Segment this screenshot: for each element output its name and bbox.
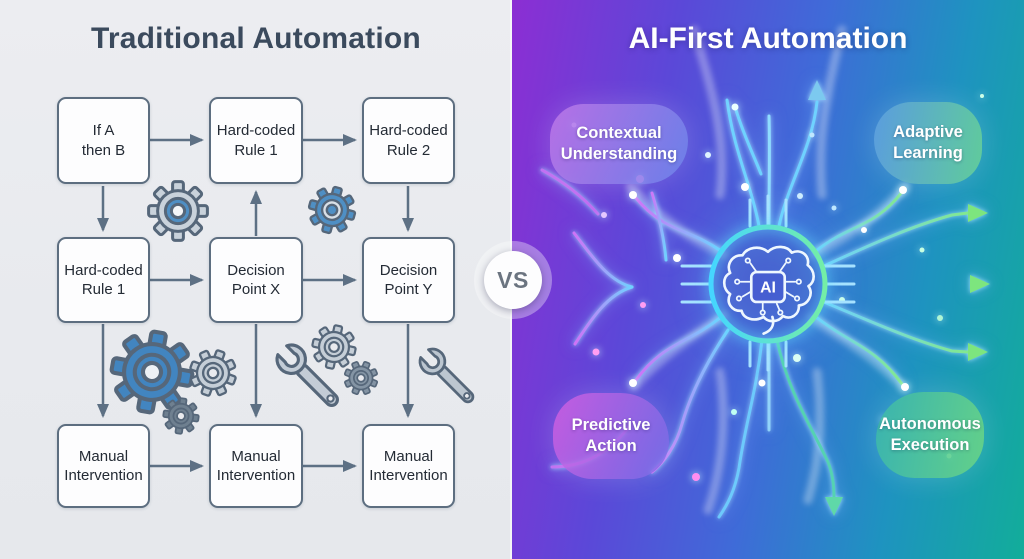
flowchart-arrows bbox=[97, 134, 414, 472]
flow-arrow-down bbox=[825, 497, 843, 516]
flow-box-manual-intervention-2: Manual Intervention bbox=[209, 424, 303, 508]
gear-icon bbox=[147, 180, 209, 242]
ai-core: AI bbox=[680, 194, 856, 372]
capability-bubble-autonomous-execution: Autonomous Execution bbox=[876, 392, 984, 478]
flow-box-if-a-then-b: If A then B bbox=[57, 97, 150, 184]
flow-box-hard-coded-rule-2: Hard-coded Rule 2 bbox=[362, 97, 455, 184]
chip-pins bbox=[680, 194, 856, 372]
vs-label: VS bbox=[484, 251, 542, 309]
wrench-icon bbox=[414, 343, 482, 411]
flow-box-decision-point-y: Decision Point Y bbox=[362, 237, 455, 323]
vs-badge: VS bbox=[474, 241, 552, 319]
ai-chip-label: AI bbox=[760, 279, 776, 296]
flow-box-hard-coded-rule-1b: Hard-coded Rule 1 bbox=[57, 237, 150, 323]
flow-box-decision-point-x: Decision Point X bbox=[209, 237, 303, 323]
ai-first-automation-panel: AI AI-First Automation Contextual Unders… bbox=[512, 0, 1024, 559]
flow-arrow-right bbox=[970, 275, 990, 293]
right-panel-title: AI-First Automation bbox=[628, 22, 908, 55]
gear-icon bbox=[302, 180, 362, 240]
flow-arrow-right bbox=[968, 204, 988, 222]
flow-box-manual-intervention-3: Manual Intervention bbox=[362, 424, 455, 508]
capability-bubble-adaptive-learning: Adaptive Learning bbox=[874, 102, 982, 184]
ai-brain-icon: AI bbox=[722, 245, 815, 335]
flow-box-manual-intervention-1: Manual Intervention bbox=[57, 424, 150, 508]
flowchart-graphics bbox=[97, 134, 482, 472]
capability-bubble-predictive-action: Predictive Action bbox=[553, 393, 669, 479]
flow-box-hard-coded-rule-1: Hard-coded Rule 1 bbox=[209, 97, 303, 184]
flow-arrow-up bbox=[808, 80, 826, 100]
traditional-automation-panel: Traditional Automation If A then B Hard-… bbox=[0, 0, 512, 559]
flow-arrow-right bbox=[968, 343, 988, 361]
left-panel-title: Traditional Automation bbox=[91, 22, 421, 55]
capability-bubble-contextual-understanding: Contextual Understanding bbox=[550, 104, 688, 184]
neural-flow-graphics: AI bbox=[540, 25, 990, 519]
